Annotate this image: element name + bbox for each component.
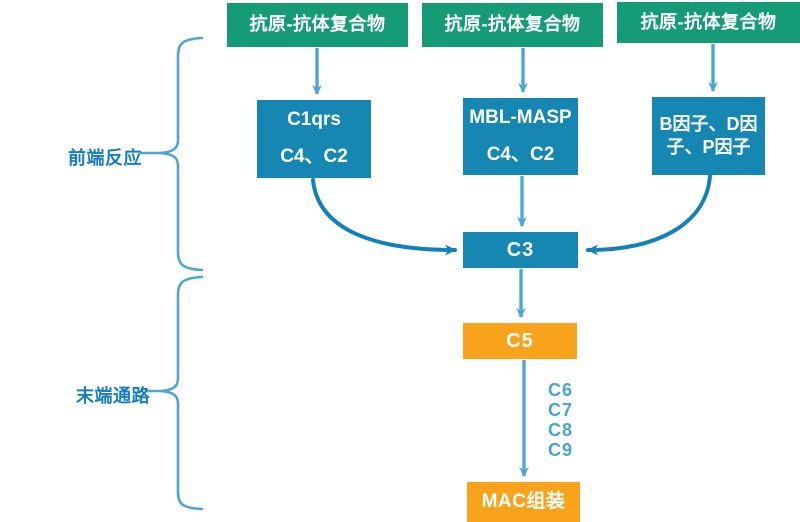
- node-mac-assembly: MAC组装: [467, 482, 580, 522]
- arrow-alternative-to-c3: [586, 174, 712, 256]
- terminal-factor-list: C6 C7 C8 C9: [548, 380, 573, 460]
- node-c3: C3: [463, 232, 578, 268]
- node-label: 抗原-抗体复合物: [444, 14, 581, 35]
- node-label: C3: [506, 239, 535, 261]
- terminal-factor: C8: [548, 420, 574, 440]
- node-lectin-pathway-mbl-masp: MBL-MASP C4、C2: [463, 98, 578, 175]
- terminal-factor: C9: [548, 440, 574, 460]
- node-label-line2: C4、C2: [280, 146, 348, 167]
- node-c5: C5: [463, 323, 577, 359]
- terminal-section-brace: [160, 275, 204, 511]
- node-antigen-antibody-complex-middle: 抗原-抗体复合物: [422, 3, 603, 47]
- node-label: MAC组装: [481, 490, 566, 512]
- node-label-line1: C1qrs: [287, 109, 341, 131]
- node-label-line1: B因子、D因: [659, 113, 758, 134]
- terminal-factor: C6: [548, 380, 574, 400]
- node-label: 抗原-抗体复合物: [249, 14, 386, 35]
- front-section-label: 前端反应: [68, 148, 142, 168]
- node-label-line2: 子、P因子: [666, 136, 751, 157]
- terminal-factor: C7: [548, 400, 574, 420]
- node-label: C5: [506, 330, 534, 352]
- node-antigen-antibody-complex-left: 抗原-抗体复合物: [227, 3, 408, 47]
- node-antigen-antibody-complex-right: 抗原-抗体复合物: [617, 2, 800, 43]
- front-section-brace: [159, 36, 204, 272]
- node-label-line1: MBL-MASP: [469, 106, 572, 128]
- arrow-classical-to-c3: [311, 178, 457, 256]
- node-classical-pathway-c1qrs: C1qrs C4、C2: [257, 100, 371, 178]
- terminal-section-label: 末端通路: [76, 386, 150, 406]
- node-alternative-pathway-factors: B因子、D因 子、P因子: [652, 97, 765, 175]
- node-label: 抗原-抗体复合物: [640, 11, 777, 32]
- node-label-line2: C4、C2: [486, 143, 555, 165]
